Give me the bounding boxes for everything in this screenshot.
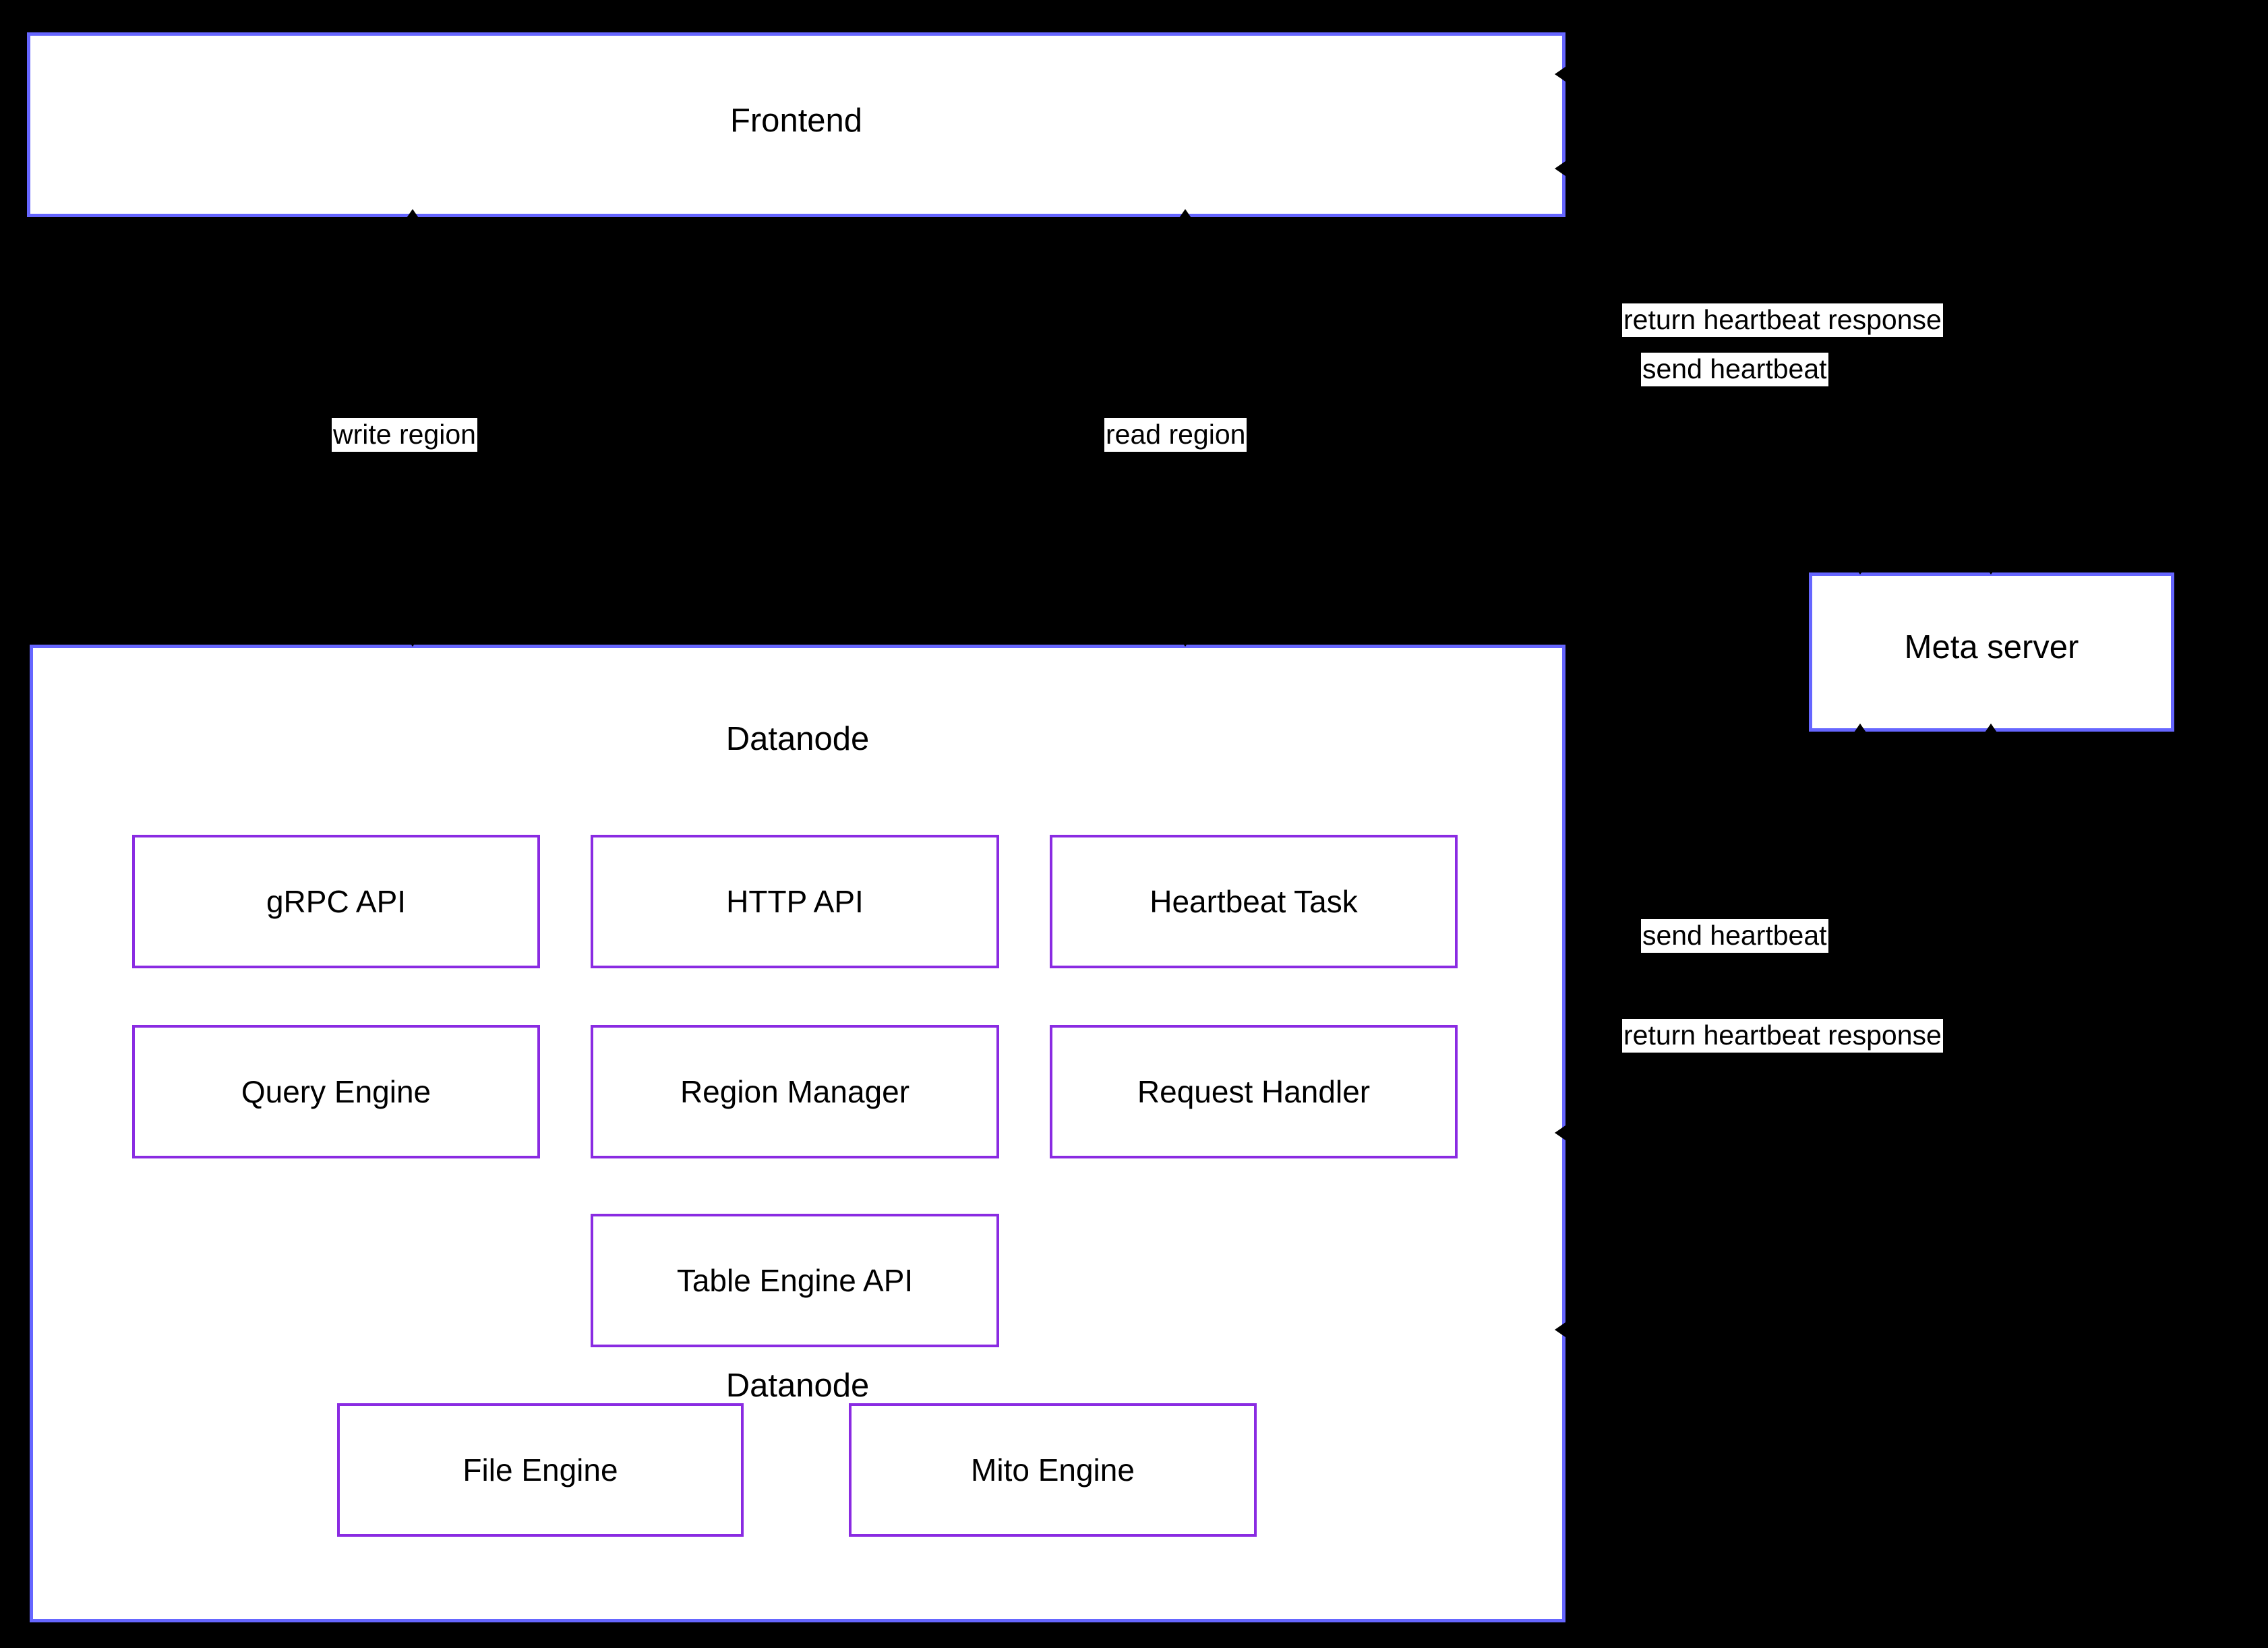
component-http-api[interactable]: HTTP API bbox=[591, 835, 999, 968]
arrowhead-datanode-heartbeat-icon bbox=[1555, 1125, 1565, 1140]
arrowhead-datanode-heartbeat-response-icon bbox=[1555, 1322, 1565, 1337]
component-region-manager-label: Region Manager bbox=[680, 1073, 910, 1109]
connector-datanode-heartbeat-out-v bbox=[1859, 732, 1861, 1135]
connector-datanode-heartbeat-in-v bbox=[1990, 732, 1992, 1332]
arrowhead-frontend-heartbeat-out-icon bbox=[1555, 161, 1565, 176]
arrowhead-meta-bottom-left-icon bbox=[1853, 724, 1868, 734]
component-query-engine-label: Query Engine bbox=[241, 1073, 431, 1109]
edge-label-frontend-send-heartbeat: send heartbeat bbox=[1641, 353, 1828, 386]
node-meta-server-label: Meta server bbox=[1904, 629, 2079, 666]
arrowhead-write-region-icon bbox=[405, 636, 420, 647]
edge-label-frontend-return-heartbeat-response: return heartbeat response bbox=[1622, 303, 1943, 337]
arrowhead-meta-bottom-right-icon bbox=[1983, 724, 1998, 734]
component-file-engine[interactable]: File Engine bbox=[337, 1403, 744, 1537]
connector-datanode-heartbeat-in bbox=[1564, 1330, 1992, 1332]
connector-datanode-heartbeat-out bbox=[1564, 1133, 1861, 1135]
component-table-engine-api[interactable]: Table Engine API bbox=[591, 1214, 999, 1347]
component-mito-engine-label: Mito Engine bbox=[971, 1452, 1135, 1488]
arrowhead-frontend-heartbeat-in-icon bbox=[1555, 67, 1565, 82]
component-table-engine-api-label: Table Engine API bbox=[676, 1262, 914, 1298]
component-request-handler-label: Request Handler bbox=[1137, 1073, 1371, 1109]
connector-frontend-heartbeat-in-v bbox=[1859, 169, 1861, 573]
component-file-engine-label: File Engine bbox=[462, 1452, 618, 1488]
arrowhead-write-region-top-icon bbox=[405, 209, 420, 220]
component-grpc-api-label: gRPC API bbox=[266, 883, 407, 919]
arrowhead-read-region-icon bbox=[1178, 209, 1193, 220]
component-request-handler[interactable]: Request Handler bbox=[1050, 1025, 1458, 1158]
component-heartbeat-task[interactable]: Heartbeat Task bbox=[1050, 835, 1458, 968]
component-query-engine[interactable]: Query Engine bbox=[132, 1025, 540, 1158]
component-heartbeat-task-label: Heartbeat Task bbox=[1150, 883, 1358, 919]
component-mito-engine[interactable]: Mito Engine bbox=[849, 1403, 1257, 1537]
node-frontend[interactable]: Frontend bbox=[27, 32, 1565, 217]
component-region-manager[interactable]: Region Manager bbox=[591, 1025, 999, 1158]
connector-frontend-heartbeat-in bbox=[1564, 169, 1861, 171]
edge-label-datanode-send-heartbeat: send heartbeat bbox=[1641, 919, 1828, 953]
node-datanode-label: Datanode bbox=[725, 1367, 870, 1404]
edge-label-read-region: read region bbox=[1104, 418, 1247, 452]
connector-frontend-heartbeat-out bbox=[1564, 74, 1992, 76]
connector-frontend-heartbeat-out-v bbox=[1990, 74, 1992, 573]
node-frontend-label: Frontend bbox=[729, 102, 863, 139]
edge-label-write-region: write region bbox=[332, 418, 477, 452]
edge-label-datanode-return-heartbeat-response: return heartbeat response bbox=[1622, 1019, 1943, 1053]
arrowhead-read-region-bottom-icon bbox=[1178, 636, 1193, 647]
arrowhead-meta-top-right-icon bbox=[1983, 564, 1998, 575]
arrowhead-meta-top-left-icon bbox=[1853, 564, 1868, 575]
component-grpc-api[interactable]: gRPC API bbox=[132, 835, 540, 968]
component-http-api-label: HTTP API bbox=[726, 883, 864, 919]
node-datanode-title-overlay: Datanode bbox=[725, 721, 870, 757]
